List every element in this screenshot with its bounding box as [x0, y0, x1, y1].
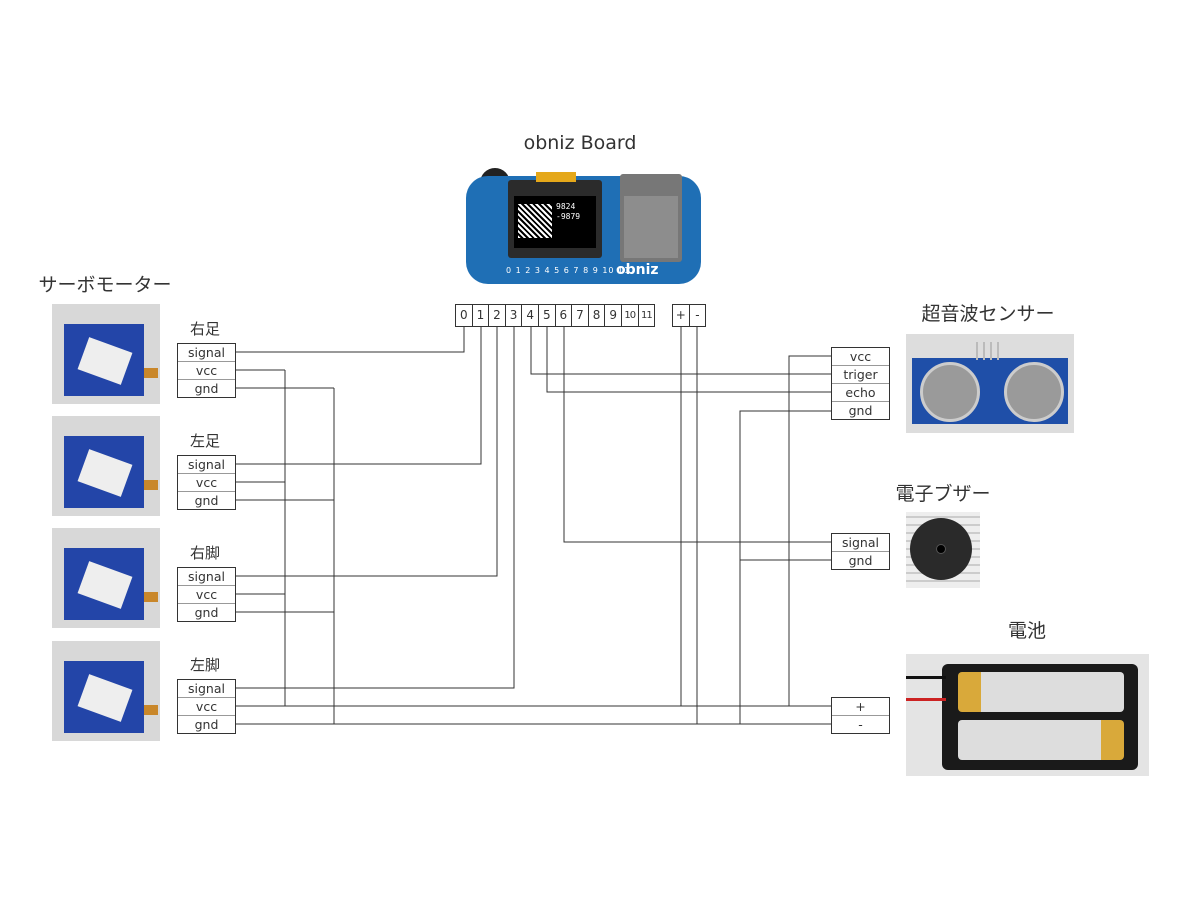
pin-gnd[interactable]: gnd — [848, 403, 873, 418]
battery-image — [906, 654, 1149, 776]
board-power-header: + - — [672, 304, 707, 327]
wire-right-leg-signal — [234, 326, 498, 577]
pin-11[interactable]: 11 — [638, 305, 655, 326]
pin-8[interactable]: 8 — [588, 305, 606, 326]
pin-signal[interactable]: signal — [178, 344, 235, 362]
servo-left-leg-connector: signal vcc gnd — [177, 679, 236, 734]
pin-3[interactable]: 3 — [505, 305, 523, 326]
pin-signal[interactable]: signal — [178, 456, 235, 474]
pin-signal[interactable]: signal — [178, 568, 235, 586]
battery-connector: + - — [831, 697, 890, 734]
pin-plus[interactable]: + — [673, 305, 690, 326]
servo-image — [52, 416, 160, 516]
battery-title: 電池 — [1007, 620, 1047, 642]
wire-left-leg-signal — [234, 326, 515, 689]
pin-plus[interactable]: + — [832, 698, 889, 716]
ultrasonic-sensor-image — [906, 334, 1074, 433]
pin-gnd[interactable]: gnd — [194, 381, 219, 396]
buzzer-title: 電子ブザー — [895, 483, 991, 505]
obniz-board-image: 9824-9879 0 1 2 3 4 5 6 7 8 9 10 11 obni… — [466, 168, 701, 286]
servo-right-foot-connector: signal vcc gnd — [177, 343, 236, 398]
servo-label-right-leg: 右脚 — [190, 544, 221, 562]
obniz-logo: obniz — [616, 262, 659, 278]
pin-10[interactable]: 10 — [621, 305, 639, 326]
servo-image — [52, 304, 160, 404]
servo-right-leg-connector: signal vcc gnd — [177, 567, 236, 622]
servo-image — [52, 528, 160, 628]
buzzer-connector: signal gnd — [831, 533, 890, 570]
wire-left-foot-signal — [234, 326, 482, 465]
pin-6[interactable]: 6 — [555, 305, 573, 326]
wire-sensor-gnd — [739, 410, 831, 724]
pin-vcc[interactable]: vcc — [178, 586, 235, 604]
pin-trigger[interactable]: triger — [832, 366, 889, 384]
pin-9[interactable]: 9 — [605, 305, 622, 326]
servo-title: サーボモーター — [38, 274, 172, 296]
wire-sensor-vcc — [788, 355, 831, 706]
pin-vcc[interactable]: vcc — [178, 474, 235, 492]
pin-minus[interactable]: - — [689, 305, 706, 326]
pin-vcc[interactable]: vcc — [178, 362, 235, 380]
ultrasonic-title: 超音波センサー — [921, 303, 1055, 325]
wire-right-foot-signal — [234, 326, 465, 353]
pin-gnd[interactable]: gnd — [848, 553, 873, 568]
pin-minus[interactable]: - — [858, 717, 863, 732]
wire-buzzer-signal — [563, 326, 831, 543]
pin-echo[interactable]: echo — [832, 384, 889, 402]
servo-label-right-foot: 右足 — [190, 320, 221, 338]
servo-image — [52, 641, 160, 741]
pin-gnd[interactable]: gnd — [194, 493, 219, 508]
pin-7[interactable]: 7 — [572, 305, 589, 326]
board-pin-header: 0 1 2 3 4 5 6 7 8 9 10 11 — [455, 304, 656, 327]
pin-vcc[interactable]: vcc — [178, 698, 235, 716]
pin-2[interactable]: 2 — [489, 305, 506, 326]
pin-signal[interactable]: signal — [178, 680, 235, 698]
servo-label-left-leg: 左脚 — [190, 656, 221, 674]
wire-echo — [546, 326, 831, 393]
wire-trigger — [530, 326, 831, 375]
board-title: obniz Board — [523, 132, 637, 154]
pin-1[interactable]: 1 — [472, 305, 490, 326]
servo-label-left-foot: 左足 — [190, 432, 221, 450]
pin-4[interactable]: 4 — [522, 305, 539, 326]
pin-vcc[interactable]: vcc — [832, 348, 889, 366]
pin-5[interactable]: 5 — [538, 305, 556, 326]
pin-signal[interactable]: signal — [832, 534, 889, 552]
pin-gnd[interactable]: gnd — [194, 717, 219, 732]
pin-gnd[interactable]: gnd — [194, 605, 219, 620]
buzzer-image — [906, 512, 980, 588]
pin-0[interactable]: 0 — [456, 305, 473, 326]
ultrasonic-connector: vcc triger echo gnd — [831, 347, 890, 420]
servo-left-foot-connector: signal vcc gnd — [177, 455, 236, 510]
